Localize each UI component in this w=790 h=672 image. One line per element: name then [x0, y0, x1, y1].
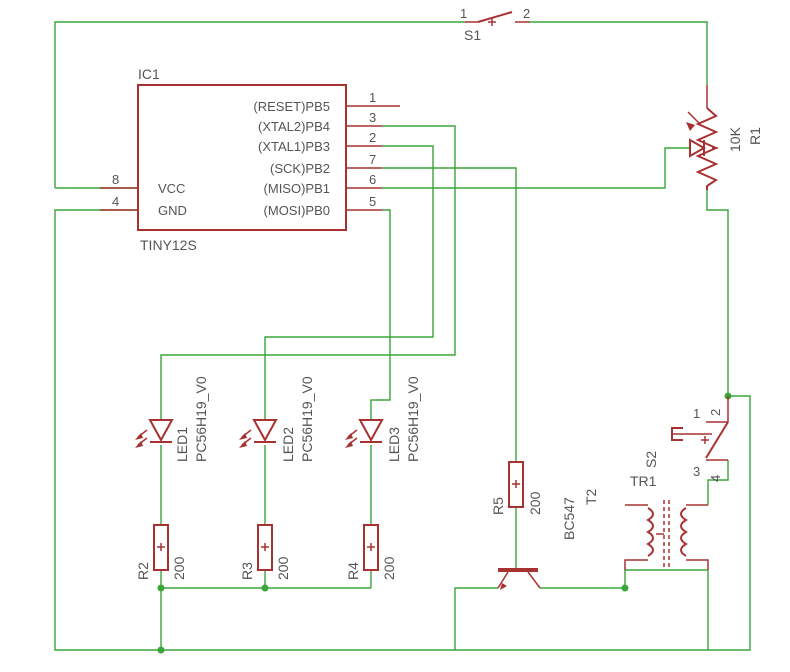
- transistor-t2: BC547 T2: [497, 488, 599, 590]
- ic1-pin-label: (XTAL1)PB3: [258, 139, 330, 154]
- t2-name: T2: [583, 488, 599, 505]
- r5-name: R5: [490, 497, 506, 515]
- led2: LED2 PC56H19_V0: [239, 376, 315, 462]
- r2-value: 200: [171, 556, 187, 580]
- r4-name: R4: [345, 562, 361, 580]
- switch-s1: 1 2 S1: [460, 6, 530, 43]
- led2-name: LED2: [280, 427, 296, 462]
- s2-pin1: 1: [693, 406, 700, 421]
- ic1-pin-label: (MOSI)PB0: [264, 203, 330, 218]
- r3-name: R3: [239, 562, 255, 580]
- ic1-pin-label: GND: [158, 203, 187, 218]
- junction-dot: [157, 584, 165, 592]
- ic1-pin-number: 8: [112, 172, 119, 187]
- r4-value: 200: [381, 556, 397, 580]
- s2-pin4: 4: [708, 475, 723, 482]
- led3-name: LED3: [386, 427, 402, 462]
- resistor-r2: R2 200: [135, 524, 187, 580]
- ic1-pin-label: (XTAL2)PB4: [258, 119, 330, 134]
- junction-dot: [261, 584, 269, 592]
- led1-name: LED1: [174, 427, 190, 462]
- ic1-pin-label: (SCK)PB2: [270, 161, 330, 176]
- ic1-pin-label: (MISO)PB1: [264, 181, 330, 196]
- ic1-pin-number: 6: [369, 172, 376, 187]
- ic1-value: TINY12S: [140, 237, 197, 253]
- junction-dot: [157, 646, 165, 654]
- s1-pin1: 1: [460, 6, 467, 21]
- transformer-tr1: TR1: [624, 473, 709, 570]
- ic1: IC1 TINY12S (RESET)PB5 (XTAL2)PB4 (XTAL1…: [100, 66, 400, 253]
- potentiometer-r1: 10K R1: [686, 85, 763, 190]
- led3: LED3 PC56H19_V0: [345, 376, 421, 462]
- junction-dot: [621, 584, 629, 592]
- ic1-pin-number: 4: [112, 194, 119, 209]
- r3-value: 200: [275, 556, 291, 580]
- junctions: [157, 392, 732, 654]
- tr1-name: TR1: [630, 473, 657, 489]
- ic1-pin-number: 7: [369, 152, 376, 167]
- s2-pin2: 2: [708, 409, 723, 416]
- ic1-body: [137, 84, 347, 231]
- resistor-r4: R4 200: [345, 524, 397, 580]
- ic1-pin-label: VCC: [158, 181, 185, 196]
- r2-name: R2: [135, 562, 151, 580]
- r5-value: 200: [527, 491, 543, 515]
- ic1-pin-label: (RESET)PB5: [253, 99, 330, 114]
- s2-pin3: 3: [693, 464, 700, 479]
- ic1-pin-number: 2: [369, 130, 376, 145]
- s1-pin2: 2: [523, 6, 530, 21]
- wires: [54, 21, 751, 651]
- led2-value: PC56H19_V0: [299, 376, 315, 462]
- ic1-pin-number: 3: [369, 110, 376, 125]
- ic1-pin-number: 1: [369, 90, 376, 105]
- s1-name: S1: [464, 27, 481, 43]
- switch-s2: 1 2 3 4 S2: [643, 396, 729, 482]
- t2-value: BC547: [561, 497, 577, 540]
- resistor-r5: R5 200: [490, 461, 543, 515]
- led1: LED1 PC56H19_V0: [135, 376, 209, 462]
- resistor-r3: R3 200: [239, 524, 291, 580]
- r1-name: R1: [747, 127, 763, 145]
- r1-value: 10K: [727, 126, 743, 152]
- led3-value: PC56H19_V0: [405, 376, 421, 462]
- led1-value: PC56H19_V0: [193, 376, 209, 462]
- ic1-pin-number: 5: [369, 194, 376, 209]
- ic1-name: IC1: [138, 66, 160, 82]
- s2-name: S2: [643, 451, 659, 468]
